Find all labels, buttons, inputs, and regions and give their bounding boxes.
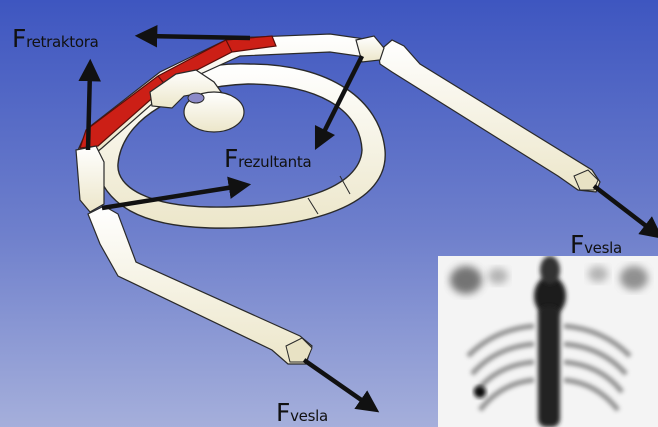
label-oar-force-left: Fvesla [276,400,328,425]
bone-scan-image [438,256,658,427]
label-resultant-force: Frezultanta [224,146,311,171]
retractor-force-arrow-up [88,70,90,150]
retractor-force-arrow-left [146,36,250,38]
label-oar-force-right: Fvesla [570,232,622,257]
label-retractor-force: Fretraktora [12,26,99,51]
bone-scan-inset [438,256,658,427]
